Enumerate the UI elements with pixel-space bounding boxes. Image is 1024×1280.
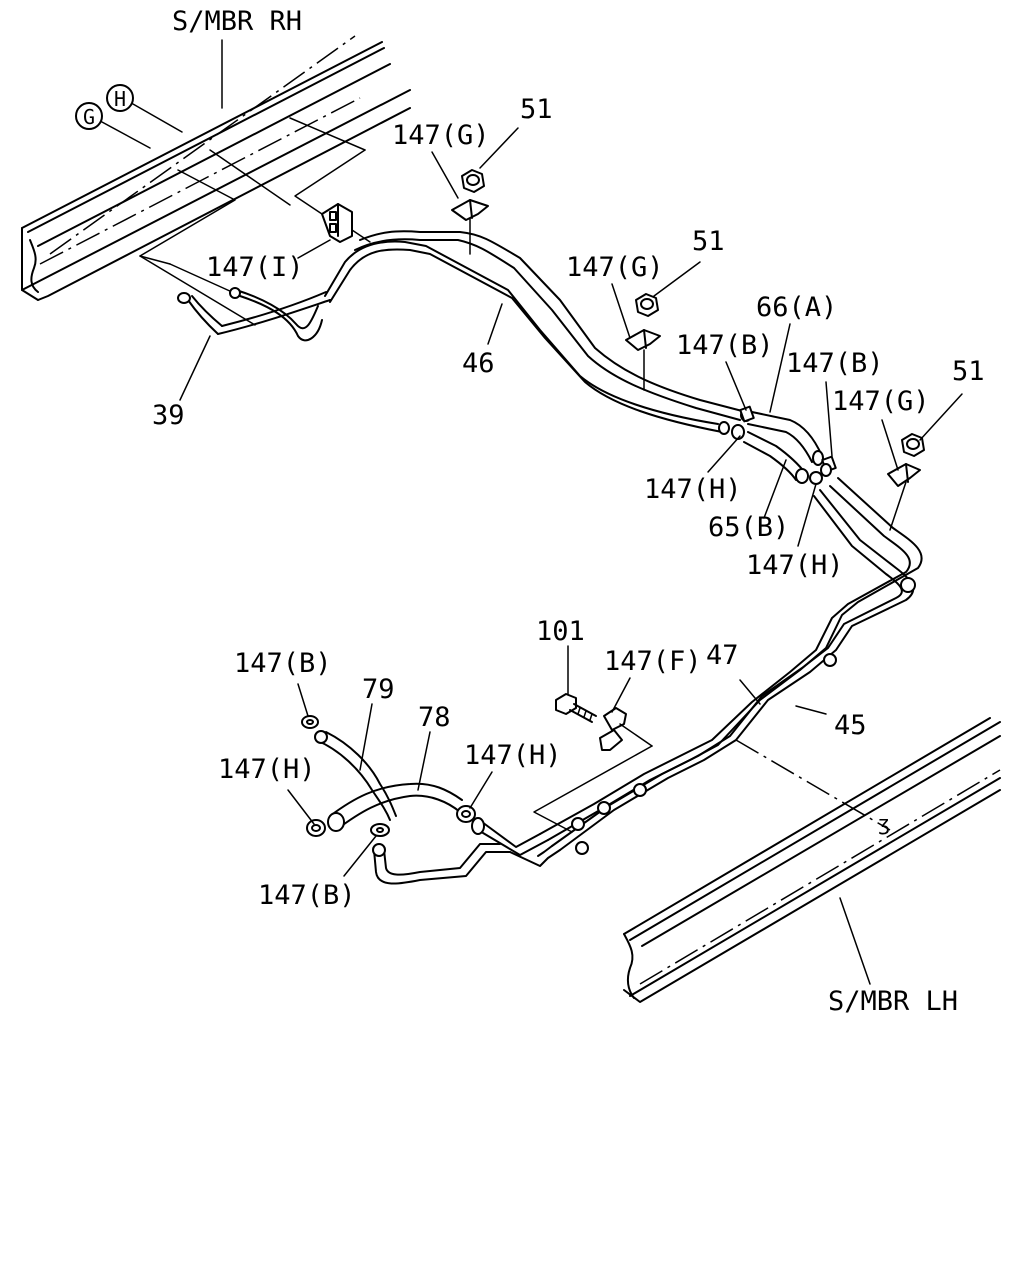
clip-147g-top: [451, 199, 489, 255]
label-147h-c: 147(H): [218, 754, 316, 785]
label-47: 47: [706, 640, 739, 671]
svg-text:H: H: [114, 87, 126, 111]
label-147b-a: 147(B): [676, 330, 774, 361]
clamp-147h-lower-a: [306, 819, 326, 837]
svg-text:G: G: [83, 105, 95, 129]
label-78: 78: [418, 702, 451, 733]
label-147h-d: 147(H): [464, 740, 562, 771]
leader-lines: [179, 39, 963, 985]
rh-reference-lines: [139, 117, 366, 326]
clip-147g-right: [887, 463, 921, 531]
fuel-pipe-bundle: [177, 230, 923, 867]
label-smbr-rh: S/MBR RH: [172, 6, 302, 37]
clip-147f: [533, 707, 653, 833]
label-147b-d: 147(B): [258, 880, 356, 911]
label-66a: 66(A): [756, 292, 837, 323]
nut-51-right: [901, 433, 925, 457]
clip-147i: [321, 203, 371, 243]
label-147g-right: 147(G): [832, 386, 930, 417]
label-46: 46: [462, 348, 495, 379]
frame-rail-lh: ʒ: [623, 717, 1001, 1003]
hose-79: [314, 730, 397, 821]
label-65b: 65(B): [708, 512, 789, 543]
label-51-mid: 51: [692, 226, 725, 257]
clamp-147b-lower-b: [370, 823, 390, 837]
label-147g-mid: 147(G): [566, 252, 664, 283]
label-147b-c: 147(B): [234, 648, 332, 679]
label-79: 79: [362, 674, 395, 705]
label-147g-top: 147(G): [392, 120, 490, 151]
label-147f: 147(F): [604, 646, 702, 677]
label-101: 101: [536, 616, 585, 647]
label-147h-a: 147(H): [644, 474, 742, 505]
label-45: 45: [834, 710, 867, 741]
label-147i: 147(I): [206, 252, 304, 283]
label-39: 39: [152, 400, 185, 431]
label-51-top: 51: [520, 94, 553, 125]
pipe-lower-left: [372, 817, 511, 885]
label-147h-b: 147(H): [746, 550, 844, 581]
nut-51-top: [461, 169, 485, 193]
label-smbr-lh: S/MBR LH: [828, 986, 958, 1017]
hose-78: [327, 782, 463, 832]
label-51-right: 51: [952, 356, 985, 387]
clip-147g-mid: [625, 329, 661, 391]
clamp-147h-lower-b: [456, 805, 476, 823]
marker-h: H: [106, 84, 183, 133]
clamp-147b-lower-a: [301, 715, 319, 729]
label-147b-b: 147(B): [786, 348, 884, 379]
svg-text:ʒ: ʒ: [878, 811, 890, 835]
labels: S/MBR RH S/MBR LH 147(G) 51 147(I) 39 46…: [152, 6, 985, 1017]
hose-66a-65b: [718, 405, 837, 485]
marker-g: G: [75, 102, 151, 149]
nut-51-mid: [635, 293, 659, 317]
bolt-101: [555, 693, 597, 723]
